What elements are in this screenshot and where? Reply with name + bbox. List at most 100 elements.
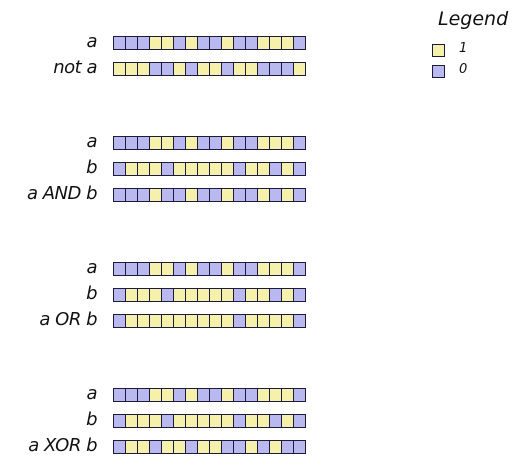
bit-one xyxy=(162,37,173,49)
bit-one xyxy=(246,163,257,175)
bit-one xyxy=(138,415,149,427)
bit-one xyxy=(174,441,185,453)
bit-zero xyxy=(210,263,221,275)
bit-zero xyxy=(294,37,305,49)
bit-one xyxy=(210,315,221,327)
bit-zero xyxy=(234,137,245,149)
bit-zero xyxy=(114,315,125,327)
bit-zero xyxy=(126,37,137,49)
bit-strip xyxy=(113,188,306,202)
row-label: a AND b xyxy=(26,183,98,204)
bit-zero xyxy=(138,263,149,275)
bit-one xyxy=(270,37,281,49)
row-label: b xyxy=(86,283,97,304)
bit-one xyxy=(258,163,269,175)
bit-one xyxy=(198,289,209,301)
bit-one xyxy=(222,263,233,275)
bit-zero xyxy=(234,315,245,327)
bit-zero xyxy=(234,37,245,49)
bit-one xyxy=(270,263,281,275)
bit-one xyxy=(258,415,269,427)
bit-one xyxy=(138,289,149,301)
bit-one xyxy=(150,137,161,149)
bit-one xyxy=(138,315,149,327)
bit-one xyxy=(294,63,305,75)
bit-one xyxy=(210,415,221,427)
bit-zero xyxy=(270,63,281,75)
bit-zero xyxy=(270,189,281,201)
bit-one xyxy=(186,315,197,327)
bit-one xyxy=(210,163,221,175)
bit-strip xyxy=(113,36,306,50)
bit-zero xyxy=(210,37,221,49)
bit-row: a xyxy=(0,384,525,404)
bit-strip xyxy=(113,262,306,276)
bit-one xyxy=(150,415,161,427)
bit-one xyxy=(162,441,173,453)
bit-one xyxy=(282,289,293,301)
bit-one xyxy=(258,263,269,275)
bit-one xyxy=(162,137,173,149)
bit-one xyxy=(222,163,233,175)
bit-zero xyxy=(150,63,161,75)
bit-one xyxy=(186,163,197,175)
bit-row: b xyxy=(0,284,525,304)
bit-zero xyxy=(234,163,245,175)
bit-one xyxy=(174,289,185,301)
bit-zero xyxy=(222,63,233,75)
bit-zero xyxy=(126,137,137,149)
bit-zero xyxy=(126,263,137,275)
bit-zero xyxy=(174,389,185,401)
bit-one xyxy=(246,441,257,453)
row-label: a OR b xyxy=(39,309,97,330)
bit-zero xyxy=(258,441,269,453)
row-label: b xyxy=(86,409,97,430)
row-label: a xyxy=(86,31,97,52)
bit-zero xyxy=(114,137,125,149)
bit-zero xyxy=(174,37,185,49)
bit-zero xyxy=(294,263,305,275)
bit-zero xyxy=(234,189,245,201)
bit-zero xyxy=(282,63,293,75)
bit-zero xyxy=(162,289,173,301)
bit-one xyxy=(258,189,269,201)
bit-zero xyxy=(186,441,197,453)
row-label: a xyxy=(86,131,97,152)
legend: Legend 1 0 xyxy=(432,8,522,88)
bit-one xyxy=(138,163,149,175)
bit-one xyxy=(186,415,197,427)
bit-zero xyxy=(138,389,149,401)
bit-one xyxy=(258,389,269,401)
bit-zero xyxy=(114,441,125,453)
bit-zero xyxy=(174,189,185,201)
bit-one xyxy=(174,163,185,175)
bit-one xyxy=(282,189,293,201)
bit-zero xyxy=(198,389,209,401)
bit-strip xyxy=(113,414,306,428)
bit-one xyxy=(150,37,161,49)
bit-one xyxy=(222,315,233,327)
bit-strip xyxy=(113,388,306,402)
bit-one xyxy=(258,137,269,149)
bit-zero xyxy=(138,37,149,49)
bit-one xyxy=(150,389,161,401)
bit-one xyxy=(186,263,197,275)
bit-one xyxy=(126,441,137,453)
bit-one xyxy=(174,315,185,327)
bit-one xyxy=(270,315,281,327)
bit-zero xyxy=(138,137,149,149)
bit-one xyxy=(114,63,125,75)
bit-zero xyxy=(270,415,281,427)
bit-one xyxy=(186,37,197,49)
bit-zero xyxy=(210,189,221,201)
bit-one xyxy=(162,315,173,327)
bit-one xyxy=(234,63,245,75)
row-label: a xyxy=(86,257,97,278)
bit-one xyxy=(150,263,161,275)
bit-zero xyxy=(234,415,245,427)
bit-one xyxy=(138,441,149,453)
bit-one xyxy=(138,63,149,75)
bit-strip xyxy=(113,136,306,150)
legend-title: Legend xyxy=(438,8,509,30)
bit-one xyxy=(282,163,293,175)
